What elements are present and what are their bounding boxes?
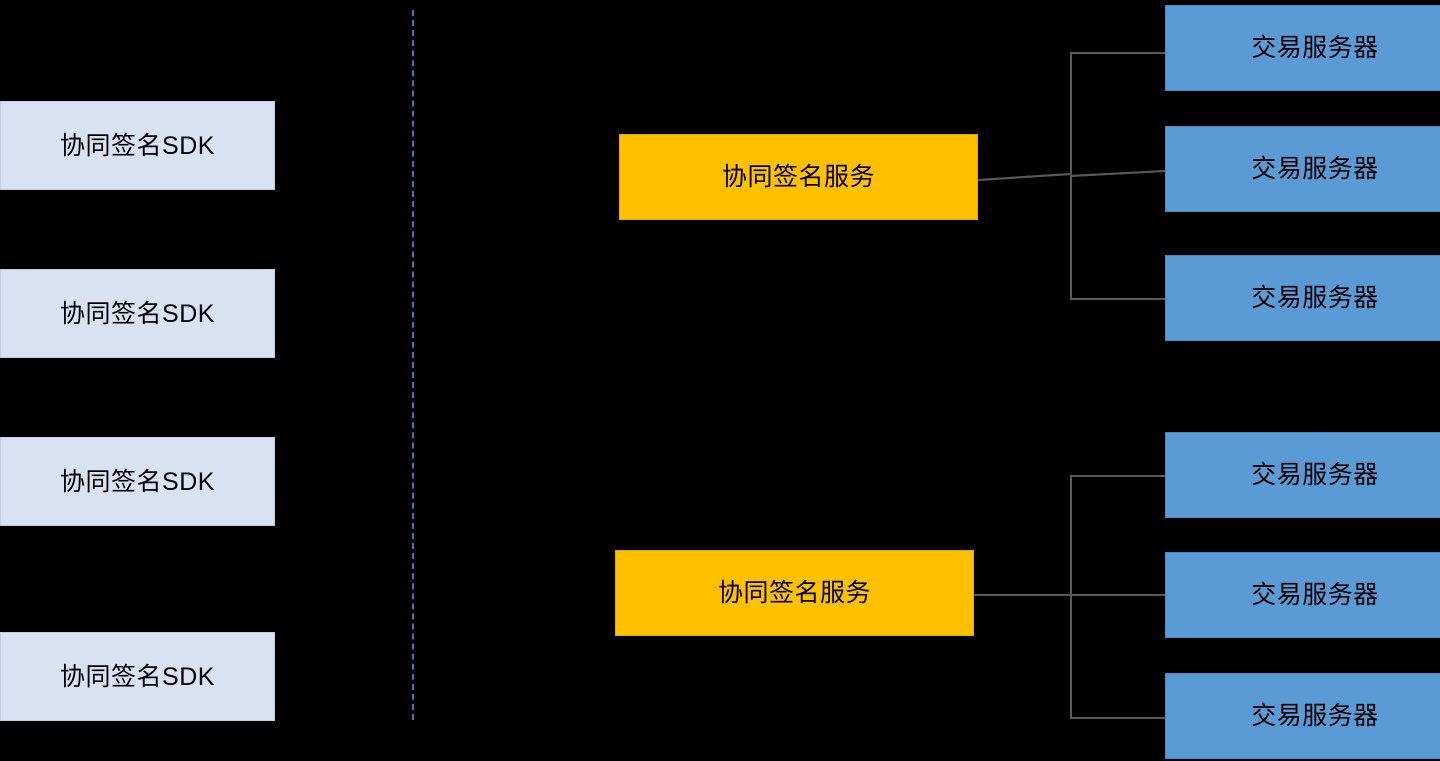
connector-branch-upper-1 [1070,52,1166,54]
server-box-3[interactable]: 交易服务器 [1165,255,1440,341]
connector-branch-upper-3 [1070,298,1166,300]
connector-branch-lower-1 [1070,475,1166,477]
connector-branch-lower-3 [1070,717,1166,719]
server-box-3-label: 交易服务器 [1251,284,1379,312]
server-box-6-label: 交易服务器 [1251,702,1379,730]
connector-branch-upper-2 [1070,169,1166,177]
sdk-box-2[interactable]: 协同签名SDK [0,269,275,358]
server-box-2[interactable]: 交易服务器 [1165,126,1440,212]
sdk-box-1-label: 协同签名SDK [60,131,215,160]
server-box-5[interactable]: 交易服务器 [1165,552,1440,638]
server-box-5-label: 交易服务器 [1251,581,1379,609]
sdk-box-2-label: 协同签名SDK [60,299,215,328]
sdk-box-1[interactable]: 协同签名SDK [0,101,275,190]
server-box-4-label: 交易服务器 [1251,461,1379,489]
sdk-box-4[interactable]: 协同签名SDK [0,632,275,721]
service-box-2-label: 协同签名服务 [717,579,871,607]
server-box-2-label: 交易服务器 [1251,155,1379,183]
vertical-dashed-divider [412,10,414,720]
server-box-6[interactable]: 交易服务器 [1165,673,1440,759]
sdk-box-3-label: 协同签名SDK [60,467,215,496]
server-box-1-label: 交易服务器 [1251,34,1379,62]
connector-trunk-lower [1070,475,1072,719]
service-box-1[interactable]: 协同签名服务 [619,134,978,220]
connector-branch-lower-2 [1070,594,1166,596]
server-box-1[interactable]: 交易服务器 [1165,5,1440,91]
sdk-box-4-label: 协同签名SDK [60,662,215,691]
connector-stub-lower [974,594,1071,596]
service-box-2[interactable]: 协同签名服务 [615,550,974,636]
sdk-box-3[interactable]: 协同签名SDK [0,437,275,526]
service-box-1-label: 协同签名服务 [721,163,875,191]
connector-stub-upper [978,172,1071,181]
server-box-4[interactable]: 交易服务器 [1165,432,1440,518]
